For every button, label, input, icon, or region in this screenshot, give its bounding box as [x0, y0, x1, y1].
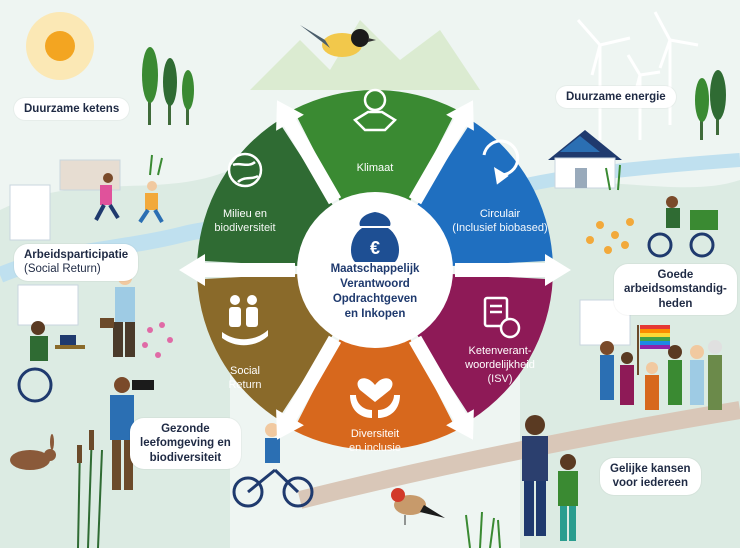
- sun-icon: [26, 12, 94, 80]
- label-subtext: (Social Return): [24, 263, 101, 276]
- segment-title: Diversiteit: [350, 428, 400, 440]
- label-text: Goede: [657, 269, 694, 281]
- arrow-ring: [179, 100, 571, 440]
- runner-person: [94, 173, 164, 224]
- segment-subtitle: en inclusie: [349, 441, 401, 454]
- label-text: arbeidsomstandig-: [624, 283, 727, 296]
- label-duurzame-energie: Duurzame energie: [556, 86, 676, 109]
- segment-milieu: Milieu en biodiversiteit: [185, 208, 305, 236]
- pride-flag-icon: [637, 325, 670, 375]
- city-silhouette: [250, 20, 480, 90]
- segment-title: Social: [230, 365, 260, 377]
- handshake-globe-icon: [352, 88, 398, 132]
- label-text: voor iedereen: [612, 477, 688, 490]
- label-text: Gezonde: [161, 423, 210, 435]
- couple-people: [522, 415, 578, 541]
- segment-subtitle: (Inclusief biobased): [452, 221, 548, 234]
- arrow: [276, 100, 342, 205]
- rabbit-icon: [10, 434, 56, 470]
- center-title: Maatschappelijk Verantwoord Opdrachtgeve…: [300, 262, 450, 322]
- center-line: Verantwoord: [340, 277, 410, 290]
- label-text: Arbeidsparticipatie: [24, 249, 129, 261]
- arrow: [179, 254, 295, 286]
- label-goede-arbeidsomstandigheden: Goede arbeidsomstandig- heden: [614, 264, 737, 316]
- wheelchair-user-icon: [17, 321, 85, 403]
- globe-leaf-icon: [227, 152, 263, 188]
- money-bag-euro-icon: €: [350, 212, 400, 262]
- hands-heart-icon: [350, 378, 400, 418]
- label-text: Duurzame ketens: [24, 103, 120, 115]
- label-gelijke-kansen: Gelijke kansen voor iedereen: [600, 458, 701, 495]
- center-line: Maatschappelijk: [330, 263, 420, 275]
- footpath: [297, 401, 740, 509]
- arrow: [276, 335, 342, 440]
- label-text: Gelijke kansen: [610, 463, 691, 475]
- segment-klimaat: Klimaat: [315, 162, 435, 176]
- segment-ketenverantwoordelijkheid: Ketenverant- woordelijkheid (ISV): [440, 345, 560, 386]
- label-arbeidsparticipatie: Arbeidsparticipatie (Social Return): [14, 244, 139, 281]
- people-hand-icon: [222, 295, 268, 346]
- segment-milieu: [197, 120, 336, 267]
- segment-subtitle: (ISV): [487, 372, 513, 385]
- label-text: heden: [658, 297, 693, 310]
- segment-klimaat: [293, 89, 457, 206]
- arrow: [455, 254, 571, 286]
- label-text: Duurzame energie: [566, 91, 666, 103]
- segment-circulair: Circulair (Inclusief biobased): [440, 208, 560, 236]
- center-disc: [297, 192, 453, 348]
- wind-turbine-icon: [576, 11, 699, 140]
- segment-title: Milieu en: [222, 208, 268, 220]
- document-globe-icon: [483, 296, 521, 339]
- segment-diversiteit: Diversiteit en inclusie: [315, 428, 435, 456]
- segment-social-return: Social Return: [185, 365, 305, 393]
- bird-icon: [300, 25, 376, 57]
- segment-title: Ketenverant-: [468, 345, 532, 357]
- segment-subtitle: Return: [228, 378, 262, 391]
- recycle-arrows-icon: [482, 139, 520, 185]
- bird-icon: [391, 488, 445, 525]
- cyclist-icon: [647, 196, 718, 258]
- segment-subtitle: biodiversiteit: [214, 221, 276, 234]
- tree-icon: [695, 70, 726, 140]
- grass: [149, 154, 621, 548]
- label-text: leefomgeving en: [140, 437, 231, 450]
- group-people: [600, 340, 722, 410]
- label-text: biodiversiteit: [149, 451, 222, 464]
- label-gezonde-leefomgeving: Gezonde leefomgeving en biodiversiteit: [130, 418, 241, 470]
- segment-title: Circulair: [479, 208, 521, 220]
- house-solar-icon: [548, 130, 622, 189]
- segment-keten: [414, 273, 553, 420]
- center-line: en Inkopen: [344, 307, 406, 320]
- center-line: Opdrachtgeven: [332, 292, 418, 305]
- arrow: [408, 335, 474, 440]
- arrow: [408, 100, 474, 205]
- segment-title-2: woordelijkheid: [465, 358, 535, 371]
- segment-title: Klimaat: [356, 162, 394, 174]
- cyclist-icon: [232, 423, 314, 508]
- svg-text:€: €: [370, 238, 380, 258]
- flower-pink: [142, 322, 173, 358]
- flower-field: [586, 218, 634, 254]
- reeds: [77, 429, 103, 548]
- tree-icon: [142, 47, 194, 125]
- label-duurzame-ketens: Duurzame ketens: [14, 98, 130, 121]
- segment-circulair: [414, 120, 553, 267]
